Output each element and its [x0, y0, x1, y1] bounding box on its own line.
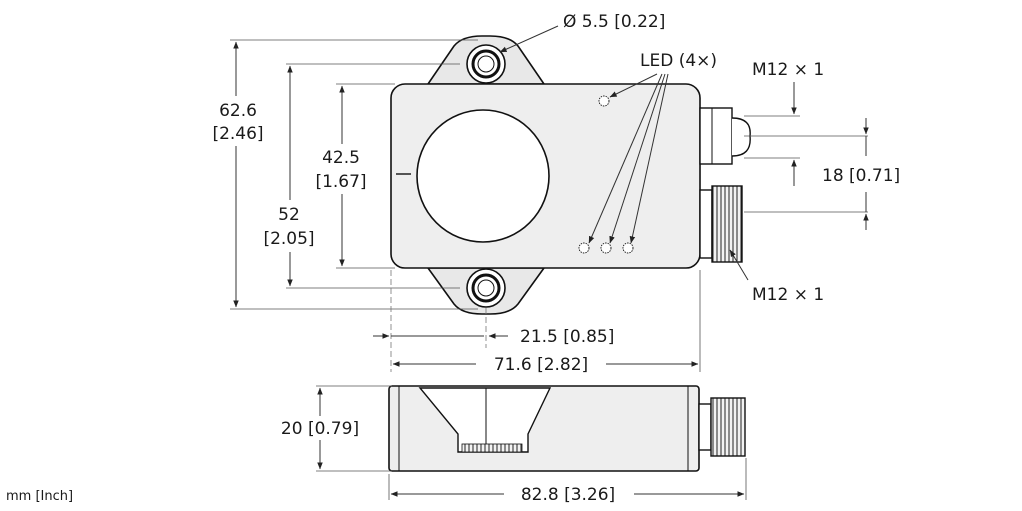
dim-hole-spacing-mm: 52	[278, 205, 300, 225]
top-view	[390, 35, 751, 315]
label-led: LED (4×)	[640, 51, 717, 71]
led-leaders	[588, 73, 669, 244]
leader-connector-bottom	[729, 249, 749, 281]
mounting-hole-bottom	[466, 268, 506, 308]
connector-upper	[699, 107, 751, 165]
leader-hole-diameter	[499, 25, 559, 53]
label-connector-bottom: M12 × 1	[752, 285, 824, 305]
dim-connector-spacing: 18 [0.71]	[822, 166, 900, 186]
dim-inner-height-in: [1.67]	[315, 172, 366, 192]
mounting-hole-top	[466, 44, 506, 84]
led-4	[622, 242, 634, 254]
connector-side-view	[698, 403, 712, 451]
label-hole-diameter: Ø 5.5 [0.22]	[563, 12, 665, 32]
dim-hole-offset: 21.5 [0.85]	[520, 327, 614, 347]
led-1	[598, 95, 610, 107]
led-2	[578, 242, 590, 254]
dim-body-width: 71.6 [2.82]	[494, 355, 588, 375]
led-3	[600, 242, 612, 254]
led-indicators	[578, 95, 634, 254]
dim-total-height-in: [2.46]	[212, 124, 263, 144]
sensing-head-profile	[418, 387, 552, 453]
dim-hole-spacing-in: [2.05]	[263, 229, 314, 249]
side-view	[388, 385, 746, 472]
dim-inner-height-mm: 42.5	[322, 148, 360, 168]
dim-total-length: 82.8 [3.26]	[521, 485, 615, 505]
connector-lower	[699, 185, 743, 263]
dim-total-height-mm: 62.6	[219, 101, 257, 121]
label-connector-top: M12 × 1	[752, 60, 824, 80]
sensing-face	[416, 109, 550, 243]
units-label: mm [Inch]	[6, 489, 73, 504]
dim-side-height: 20 [0.79]	[281, 419, 359, 439]
